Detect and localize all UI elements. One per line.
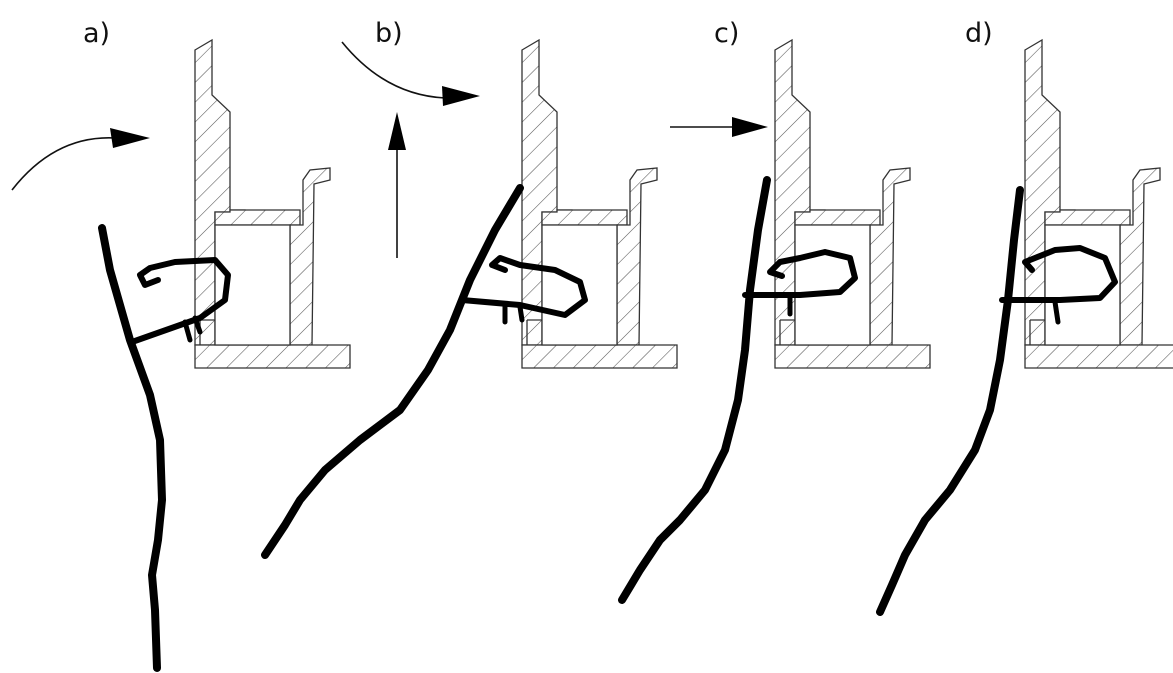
seal-arm-b bbox=[459, 255, 588, 318]
panel-label-c: c) bbox=[714, 18, 739, 49]
seal-lip-a bbox=[182, 315, 203, 343]
panel-c-seal bbox=[618, 117, 858, 604]
seal-arm-c bbox=[742, 249, 858, 298]
frame-profile-b bbox=[521, 39, 678, 369]
seal-lip-b bbox=[502, 302, 525, 325]
panel-c bbox=[774, 39, 931, 369]
seal-arm-a bbox=[129, 257, 231, 345]
panel-b bbox=[521, 39, 678, 369]
seal-arm-d bbox=[999, 245, 1118, 303]
arrowhead-c bbox=[732, 117, 768, 137]
panel-label-a: a) bbox=[83, 18, 110, 49]
arrowhead-b-up bbox=[388, 112, 406, 150]
panel-a bbox=[11, 39, 351, 672]
panel-label-d: d) bbox=[965, 18, 993, 49]
arrowhead-b bbox=[442, 86, 480, 106]
arrowhead-a bbox=[110, 128, 150, 148]
panel-b-seal bbox=[261, 41, 588, 559]
seal-body-b bbox=[261, 184, 524, 559]
frame-profile-d bbox=[1024, 39, 1173, 369]
curved-arrow-b bbox=[341, 41, 446, 99]
seal-body-a bbox=[98, 224, 166, 672]
curved-arrow-a bbox=[11, 137, 116, 191]
panel-d-seal bbox=[876, 186, 1118, 616]
frame-profile-c bbox=[774, 39, 931, 369]
panel-label-b: b) bbox=[375, 18, 403, 49]
seal-lip-d bbox=[1052, 299, 1061, 325]
frame-profile-a bbox=[194, 39, 351, 369]
seal-body-d bbox=[876, 186, 1024, 616]
panel-d bbox=[1024, 39, 1173, 369]
seal-body-c bbox=[618, 176, 771, 604]
